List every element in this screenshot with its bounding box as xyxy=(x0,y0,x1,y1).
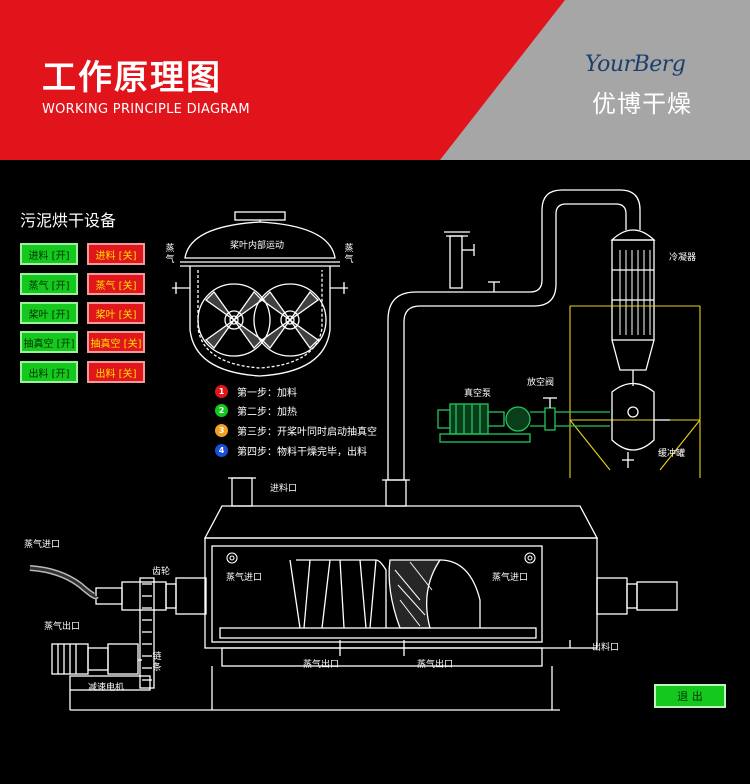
brand-logo: YourBerg xyxy=(585,52,686,77)
vacuum-pump xyxy=(437,403,610,443)
step-4-badge: 4 xyxy=(215,444,228,457)
steam-outlet-bottom1-label: 蒸气出口 xyxy=(303,660,340,670)
steam-off-button[interactable]: 蒸气 [关] xyxy=(87,273,145,295)
paddle-off-button[interactable]: 桨叶 [关] xyxy=(87,302,145,324)
steam-inlet-top-label: 蒸气进口 xyxy=(24,540,61,550)
paddle-vessel-detail xyxy=(172,211,348,377)
feed-on-button[interactable]: 进料 [开] xyxy=(20,243,78,265)
discharge-label: 出料口 xyxy=(592,643,620,653)
system-title: 污泥烘干设备 xyxy=(20,211,117,230)
vacuum-on-button[interactable]: 抽真空 [开] xyxy=(20,331,78,353)
page-subtitle: WORKING PRINCIPLE DIAGRAM xyxy=(42,102,250,117)
vent-pipe xyxy=(444,231,500,292)
discharge-on-button[interactable]: 出料 [开] xyxy=(20,361,78,383)
feed-off-button[interactable]: 进料 [关] xyxy=(87,243,145,265)
chain-label: 链条 xyxy=(152,652,162,673)
vacuum-outlet xyxy=(382,479,410,507)
condenser-label: 冷凝器 xyxy=(669,253,697,263)
step-4-text: 第四步：物料干燥完毕，出料 xyxy=(237,447,367,458)
header-banner: 工作原理图 WORKING PRINCIPLE DIAGRAM YourBerg… xyxy=(0,0,750,160)
steam-hose xyxy=(29,565,99,600)
step-4: 4 第四步：物料干燥完毕，出料 xyxy=(215,443,367,458)
discharge-off-button[interactable]: 出料 [关] xyxy=(87,361,145,383)
vacuum-pump-label: 真空泵 xyxy=(464,389,492,399)
steam-inlet-left-label: 蒸气进口 xyxy=(226,573,263,583)
gear-label: 齿轮 xyxy=(152,567,171,577)
step-3-text: 第三步：开桨叶同时启动抽真空 xyxy=(237,427,377,438)
vacuum-off-button[interactable]: 抽真空 [关] xyxy=(87,331,145,353)
feed-inlet-label: 进料口 xyxy=(270,484,298,494)
brand-name: 优博干燥 xyxy=(592,90,692,118)
relief-valve xyxy=(543,397,557,408)
reducer-motor xyxy=(51,643,151,710)
paddle-on-button[interactable]: 桨叶 [开] xyxy=(20,302,78,324)
step-3-badge: 3 xyxy=(215,424,228,437)
step-2-text: 第二步：加热 xyxy=(237,407,297,418)
steam-outlet-left-label: 蒸气出口 xyxy=(44,622,81,632)
dryer-body xyxy=(70,505,678,711)
header-background xyxy=(0,0,750,160)
steam-on-button[interactable]: 蒸气 [开] xyxy=(20,273,78,295)
step-2-badge: 2 xyxy=(215,404,228,417)
paddle-interior-label: 桨叶内部运动 xyxy=(230,241,285,251)
step-1: 1 第一步：加料 xyxy=(215,384,297,399)
feed-inlet xyxy=(228,477,256,507)
steam-right-label: 蒸气 xyxy=(344,244,354,265)
step-1-text: 第一步：加料 xyxy=(237,388,297,399)
page-title: 工作原理图 xyxy=(42,58,222,98)
relief-valve-label: 放空阀 xyxy=(527,378,555,388)
step-3: 3 第三步：开桨叶同时启动抽真空 xyxy=(215,423,377,438)
step-2: 2 第二步：加热 xyxy=(215,403,297,418)
exit-button[interactable]: 退 出 xyxy=(654,684,726,708)
buffer-tank xyxy=(611,382,670,468)
motor-label: 减速电机 xyxy=(88,683,125,693)
step-1-badge: 1 xyxy=(215,385,228,398)
steam-outlet-bottom2-label: 蒸气出口 xyxy=(417,660,454,670)
steam-left-label: 蒸气 xyxy=(165,244,175,265)
vacuum-pipe xyxy=(387,189,641,480)
condenser xyxy=(610,229,656,386)
steam-inlet-right-label: 蒸气进口 xyxy=(492,573,529,583)
buffer-tank-label: 缓冲罐 xyxy=(658,449,686,459)
support-frame xyxy=(569,305,701,478)
